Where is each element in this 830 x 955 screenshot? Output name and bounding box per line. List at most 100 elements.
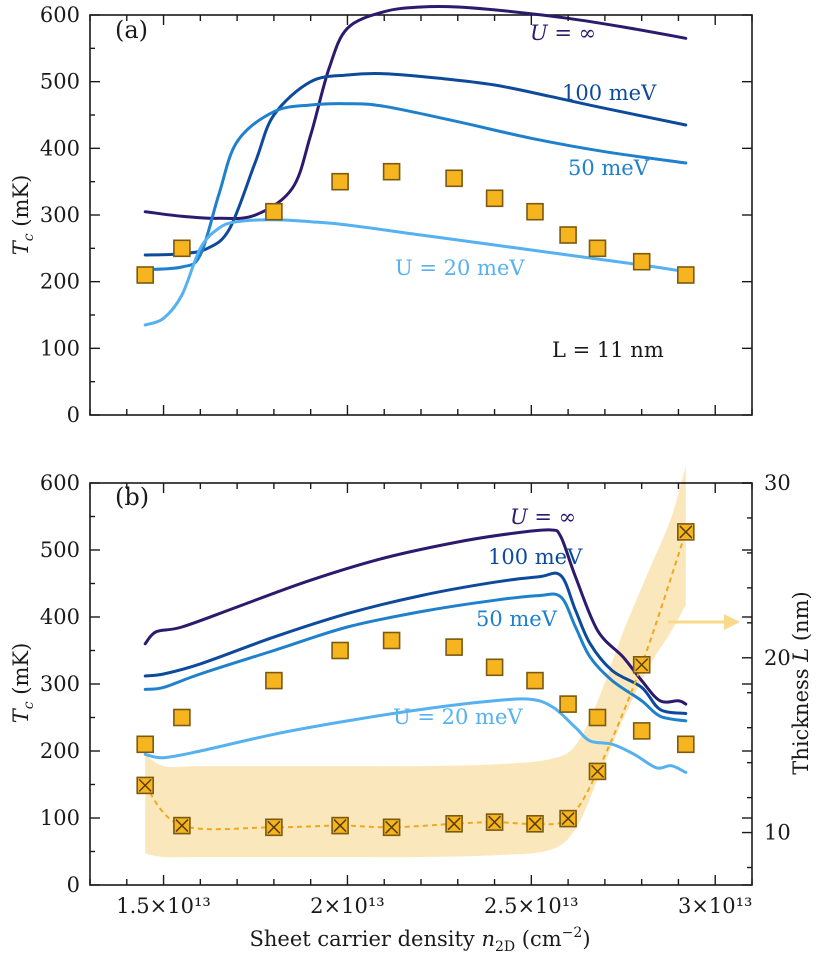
a-tc-point [382, 162, 401, 181]
b-curve-100 [143, 571, 688, 715]
a-ytick-label: 0 [67, 403, 80, 427]
a-ytick-label: 300 [40, 203, 80, 227]
b-series-label-100: 100 meV [488, 545, 583, 569]
a-ylabel: Tc (mK) [9, 175, 37, 256]
a-tc-point [559, 226, 577, 244]
thickness-point-cross-b [175, 819, 189, 833]
a-tc-point [588, 239, 607, 258]
xlabel-sub: 2D [495, 939, 515, 955]
a-ytick-label: 600 [40, 3, 80, 27]
a-tc-point [331, 172, 349, 191]
b-tc-point [136, 735, 154, 754]
panel-b-label: (b) [115, 483, 149, 511]
b-ytick-label: 0 [67, 873, 80, 897]
b-tc-point [632, 722, 651, 740]
b-ylabel-sub: c [21, 701, 37, 709]
b-ylabel-t: T [9, 707, 33, 723]
a-series-label-uinf: U = ∞ [530, 21, 596, 45]
b-tc-point [485, 658, 504, 677]
b-y2label-main: Thickness [789, 662, 813, 775]
a-ytick-label: 100 [40, 336, 80, 360]
a-ytick-label: 500 [40, 70, 80, 94]
thickness-point [136, 776, 154, 795]
a-ylabel-sub: c [21, 233, 37, 241]
b-ytick-label: 500 [40, 538, 80, 562]
a-tc-point [485, 189, 504, 208]
thickness-point-cross-b [447, 817, 461, 831]
b-curve-50 [143, 592, 688, 723]
b-series-label-50: 50 meV [476, 607, 558, 631]
a-ytick-label: 400 [40, 136, 80, 160]
thickness-point-cross-b [679, 525, 693, 539]
thickness-point [588, 762, 607, 781]
b-series-label-uinf: U = ∞ [510, 505, 576, 529]
a-curve-50 [143, 102, 688, 272]
a-tc-point [265, 202, 283, 221]
thickness-point [173, 816, 191, 835]
b-curve-uinf [143, 528, 688, 706]
a-tc-point [445, 169, 463, 188]
panel-a: 0 100 200 300 400 500 600 (a) U = ∞ 100 meV 50… [9, 3, 753, 427]
b-tc-point [445, 638, 463, 656]
b-ytick-label: 600 [40, 471, 80, 495]
b-y2label: Thickness L (nm) [789, 591, 813, 774]
thickness-point-cross-b [333, 819, 347, 833]
xlabel-main: Sheet carrier density [249, 927, 481, 951]
b-ytick-label: 300 [40, 672, 80, 696]
thickness-point [485, 813, 504, 831]
b-tc-point [588, 708, 607, 727]
b-tc-point [265, 671, 283, 690]
thickness-point [265, 818, 283, 837]
b-tc-point [382, 631, 401, 650]
b-y2label-l: L [789, 648, 813, 663]
b-y2label-unit: (nm) [789, 591, 813, 648]
thickness-point-cross-b [267, 820, 281, 834]
b-ytick-label: 100 [40, 806, 80, 830]
b-tc-point [173, 708, 191, 727]
b-ytick-label: 400 [40, 605, 80, 629]
b-ylabel: Tc (mK) [9, 643, 37, 724]
b-ytick-label: 200 [40, 739, 80, 763]
a-series-label-20: U = 20 meV [395, 256, 525, 280]
a-curve-100 [143, 71, 688, 257]
b-y2tick-label: 30 [764, 471, 791, 495]
thickness-point [382, 818, 401, 837]
svg-text:Thickness L (nm): Thickness L (nm) [789, 591, 813, 774]
b-xtick-label: 3×10¹³ [678, 894, 753, 918]
b-tc-point [676, 735, 695, 754]
b-y2tick-label: 10 [764, 821, 791, 845]
thickness-point [632, 655, 651, 674]
thickness-point-cross-b [591, 764, 605, 778]
thickness-point-cross-b [561, 812, 575, 826]
b-tc-point [559, 695, 577, 713]
thickness-point-cross-b [488, 815, 502, 829]
b-tc-point [331, 641, 349, 660]
thickness-point [676, 523, 695, 541]
b-tc-point [526, 671, 544, 690]
b-xtick-label: 2×10¹³ [310, 894, 385, 918]
b-y2tick-label: 20 [764, 646, 791, 670]
thickness-point [445, 814, 463, 833]
a-curve-20 [143, 218, 688, 327]
a-tc-point [526, 202, 544, 221]
b-curve-20 [143, 697, 688, 774]
thickness-point-cross-b [635, 658, 649, 672]
a-curve-uinf [143, 4, 688, 220]
panel-a-label: (a) [115, 16, 148, 44]
xlabel-sup: −2 [562, 925, 583, 941]
x-axis-label: Sheet carrier density n2D (cm−2) [249, 925, 590, 955]
a-ylabel-t: T [9, 239, 33, 255]
thickness-point-cross-b [385, 820, 399, 834]
xlabel-n: n [481, 927, 495, 951]
a-thickness-annotation: L = 11 nm [552, 338, 664, 362]
a-series-label-100: 100 meV [562, 81, 657, 105]
a-series-label-50: 50 meV [568, 156, 650, 180]
thickness-point [526, 814, 544, 833]
thickness-point-cross-b [528, 817, 542, 831]
thickness-point [559, 809, 577, 828]
svg-text:Tc (mK): Tc (mK) [9, 643, 37, 724]
a-tc-point [632, 252, 651, 271]
a-ytick-label: 200 [40, 270, 80, 294]
b-ylabel-unit: (mK) [9, 643, 33, 702]
